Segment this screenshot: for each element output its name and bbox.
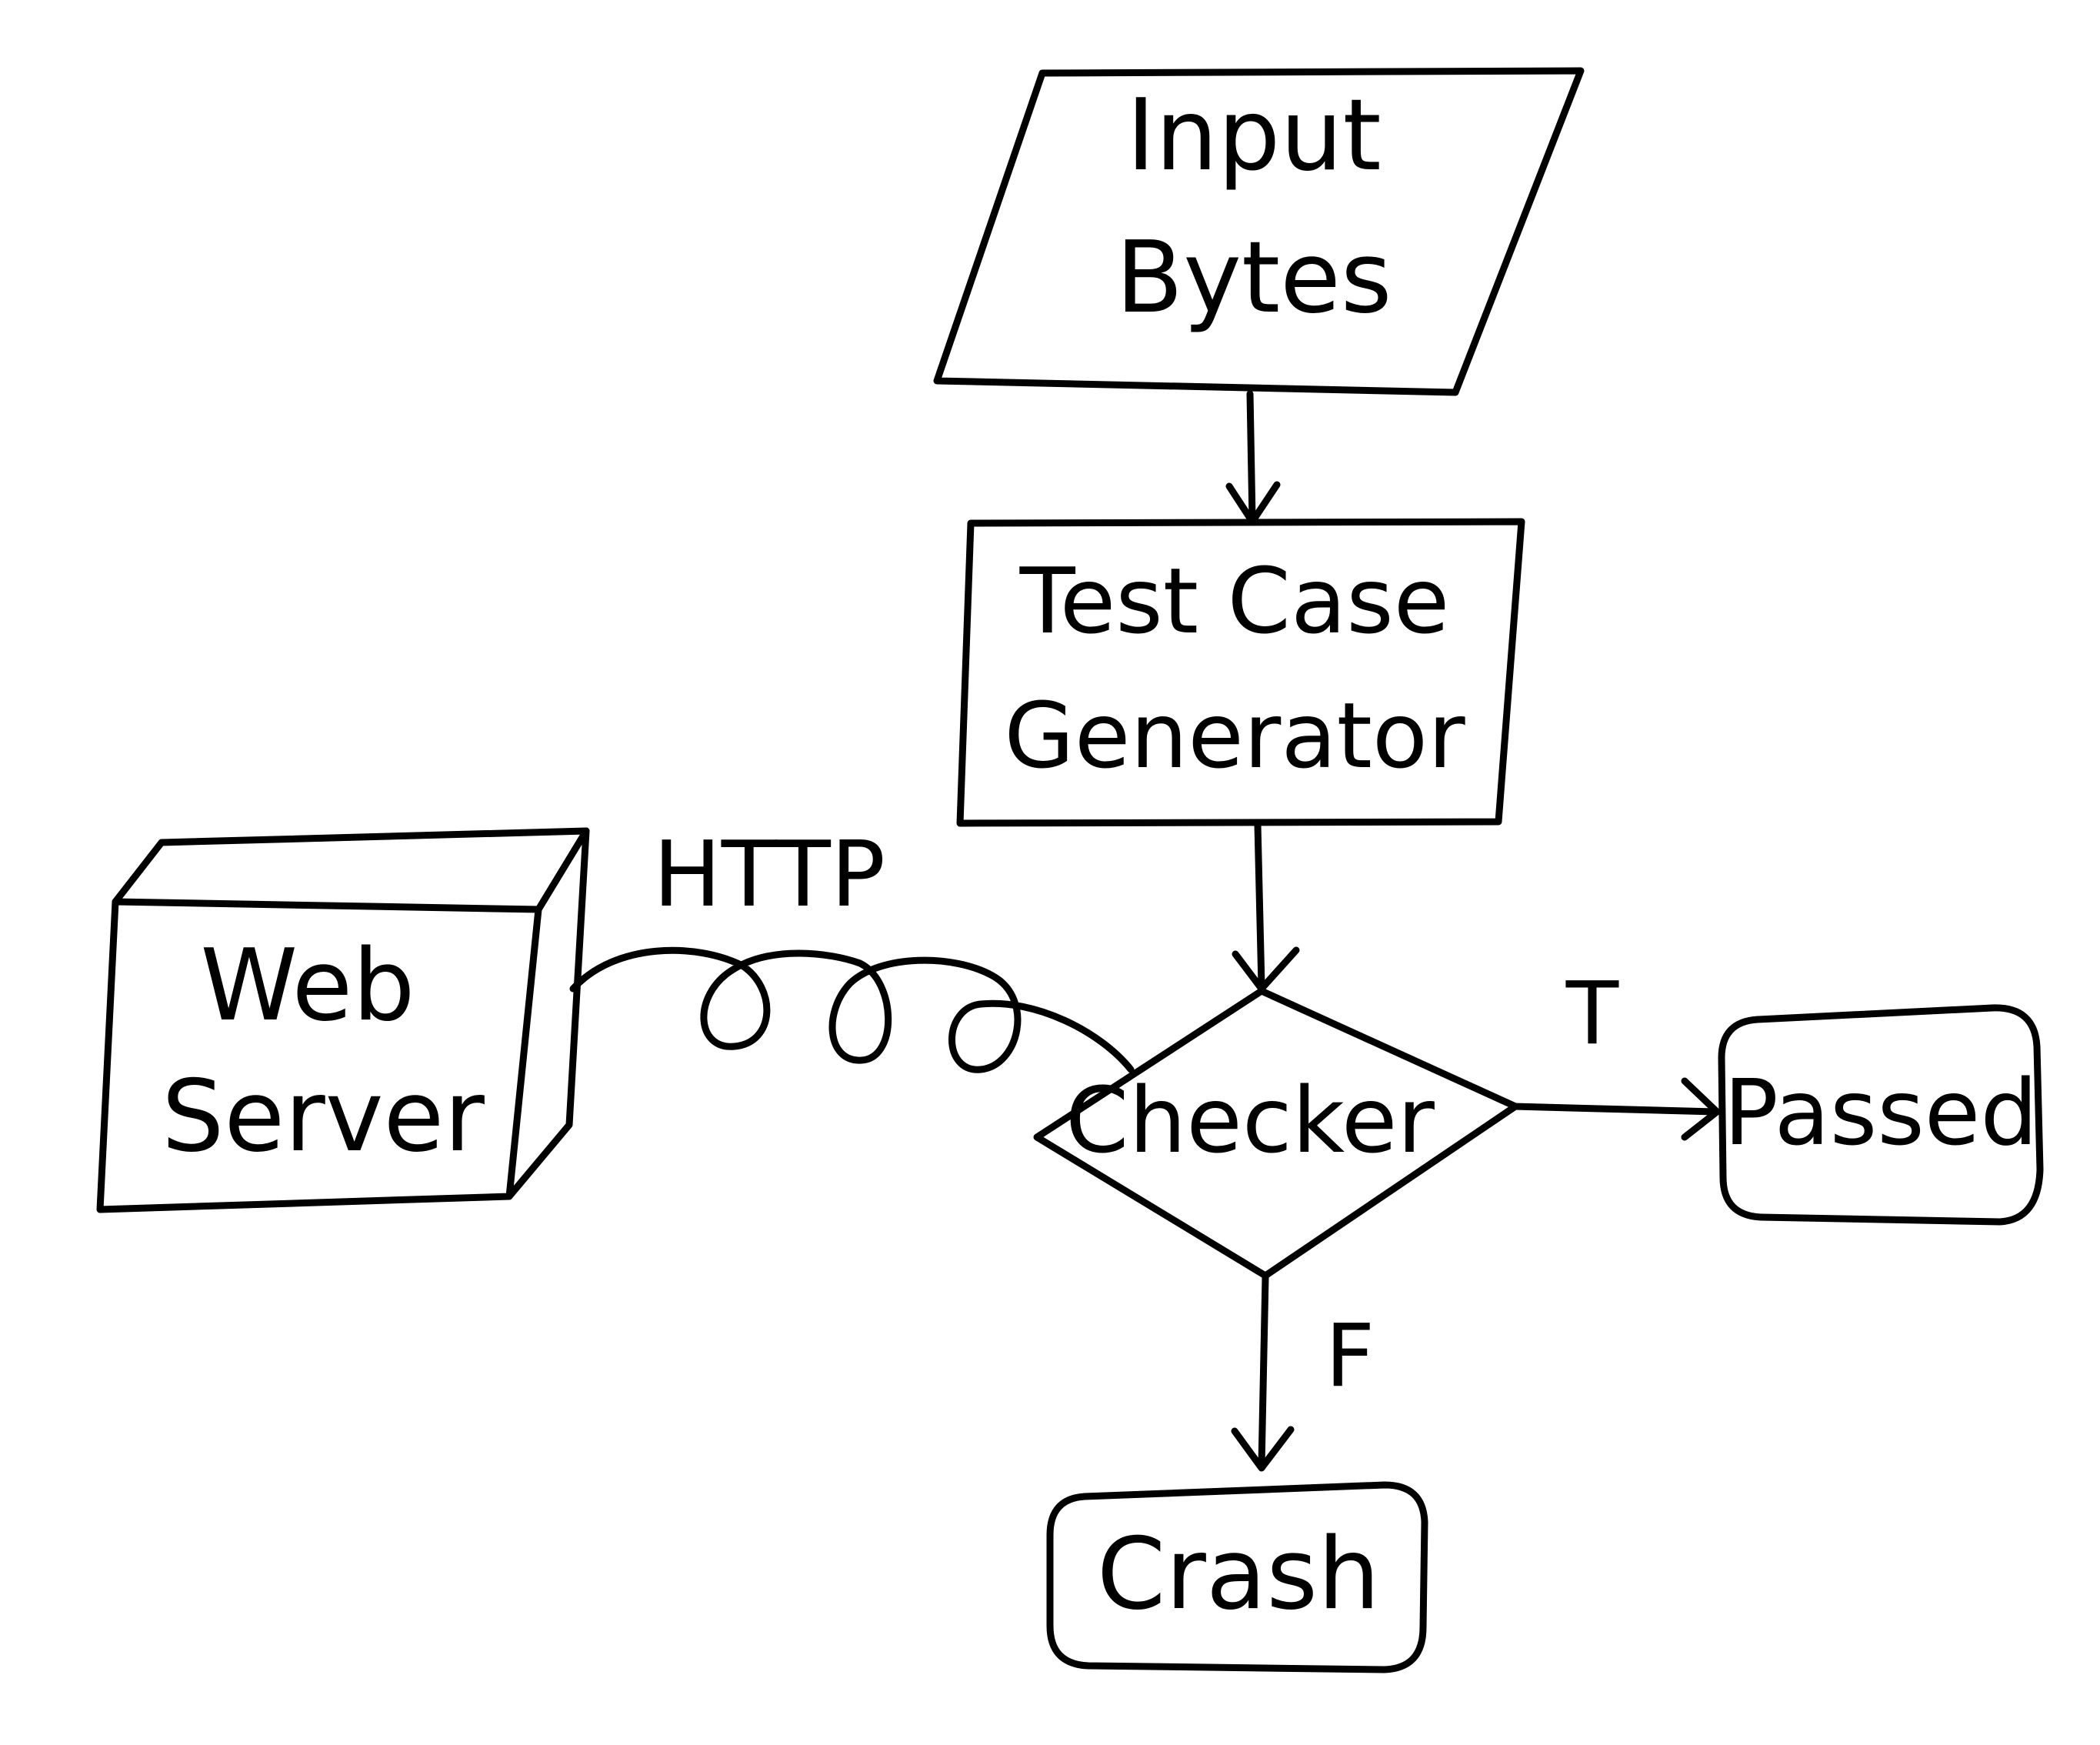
checker-label: Checker <box>1065 1067 1435 1173</box>
crash-node[interactable]: Crash <box>1046 1481 1428 1673</box>
arrow-head <box>1231 1426 1295 1472</box>
http-label: HTTP <box>653 821 885 927</box>
generator-label-line2: Generator <box>1004 682 1465 789</box>
checker-node[interactable]: Checker <box>1033 987 1519 1280</box>
arrow-line <box>1258 1273 1269 1470</box>
passed-label: Passed <box>1724 1059 2038 1166</box>
http-connection: HTTP <box>569 821 1135 1073</box>
passed-node[interactable]: Passed <box>1718 1004 2044 1226</box>
arrow-line <box>1246 390 1256 523</box>
arrow-head <box>1232 946 1300 993</box>
input-bytes-label-line1: Input <box>1126 78 1381 193</box>
web-server-side-face <box>505 827 590 1200</box>
web-server-node[interactable]: Web Server <box>96 827 590 1213</box>
arrow-generator-to-checker <box>1232 821 1300 993</box>
web-server-top-face <box>112 827 590 913</box>
arrow-checker-to-crash: F <box>1231 1273 1375 1472</box>
input-bytes-shape <box>933 67 1585 396</box>
arrow-head <box>1681 1077 1721 1141</box>
web-server-label-line2: Server <box>162 1059 485 1174</box>
test-case-generator-node[interactable]: Test Case Generator <box>956 518 1525 827</box>
crash-label: Crash <box>1097 1517 1380 1632</box>
arrow-line <box>1510 1103 1719 1116</box>
input-bytes-label-line2: Bytes <box>1115 221 1392 335</box>
crash-shape <box>1046 1481 1428 1673</box>
web-server-label-line1: Web <box>200 929 415 1043</box>
false-branch-label: F <box>1325 1306 1375 1406</box>
arrow-checker-to-passed: T <box>1510 964 1721 1141</box>
http-curly-line <box>569 946 1135 1073</box>
true-branch-label: T <box>1565 964 1619 1064</box>
test-case-generator-shape <box>956 518 1525 827</box>
generator-label-line1: Test Case <box>1019 548 1450 654</box>
arrow-input-to-generator <box>1225 390 1281 526</box>
arrow-line <box>1254 821 1265 990</box>
passed-shape <box>1718 1004 2044 1226</box>
input-bytes-node[interactable]: Input Bytes <box>933 67 1585 396</box>
